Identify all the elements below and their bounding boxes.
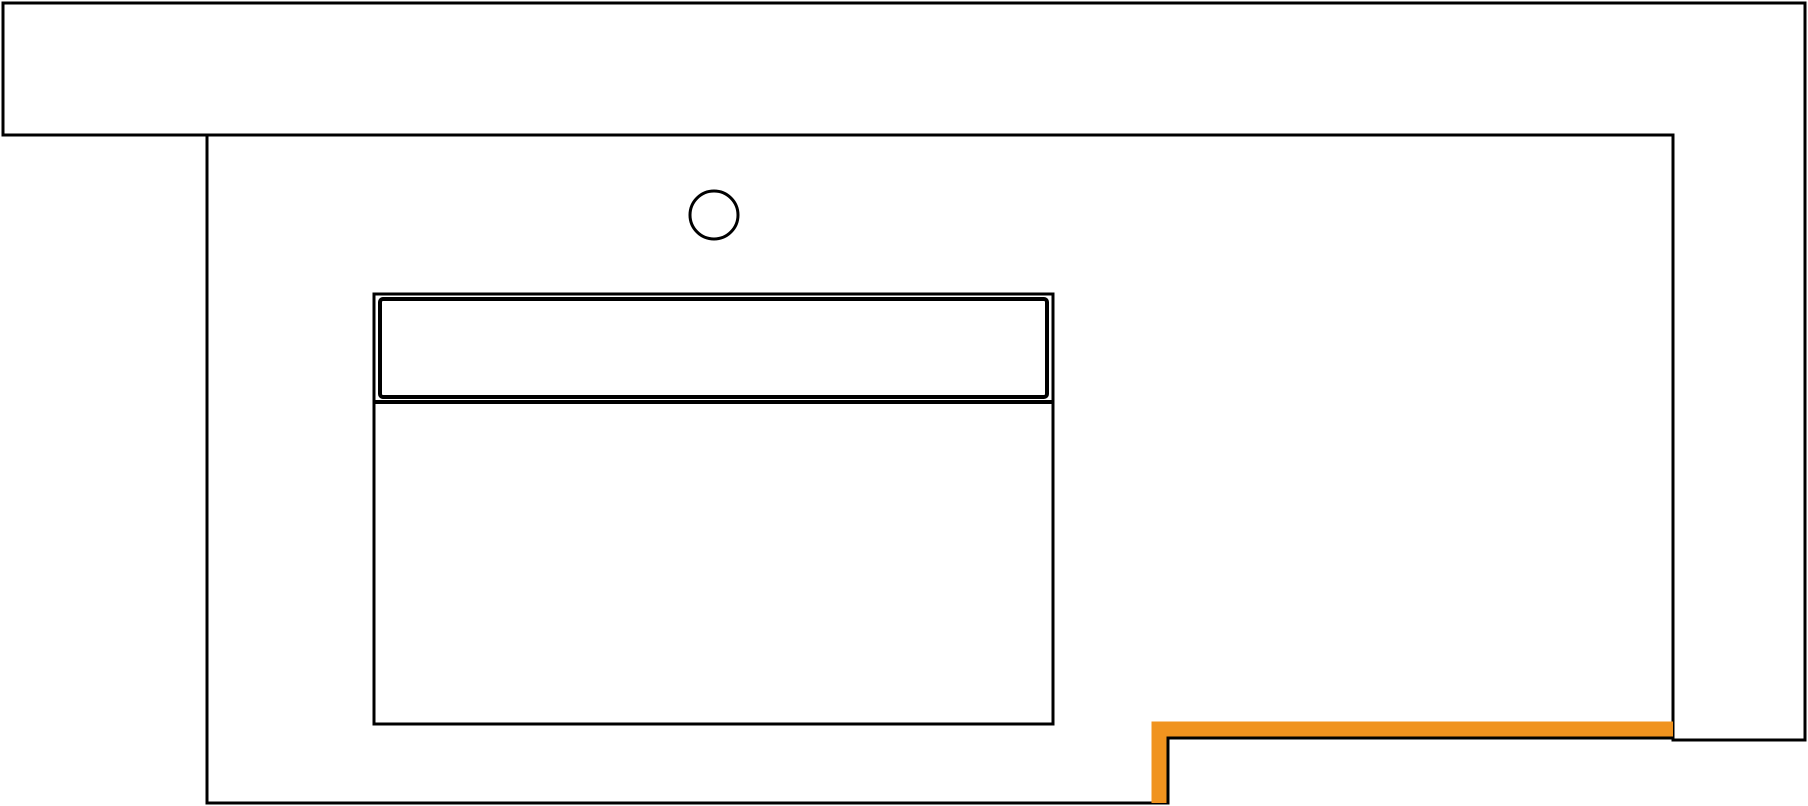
basin-bowl (372, 400, 1055, 726)
highlighted-edge (1151, 721, 1673, 803)
countertop-notch (1166, 736, 1673, 803)
basin-back-ledge-frame (372, 292, 1055, 404)
wall-strip-outline (1, 1, 1807, 742)
basin-back-ledge (378, 297, 1049, 399)
faucet-hole (688, 189, 740, 241)
vanity-countertop-outline (205, 133, 1675, 805)
